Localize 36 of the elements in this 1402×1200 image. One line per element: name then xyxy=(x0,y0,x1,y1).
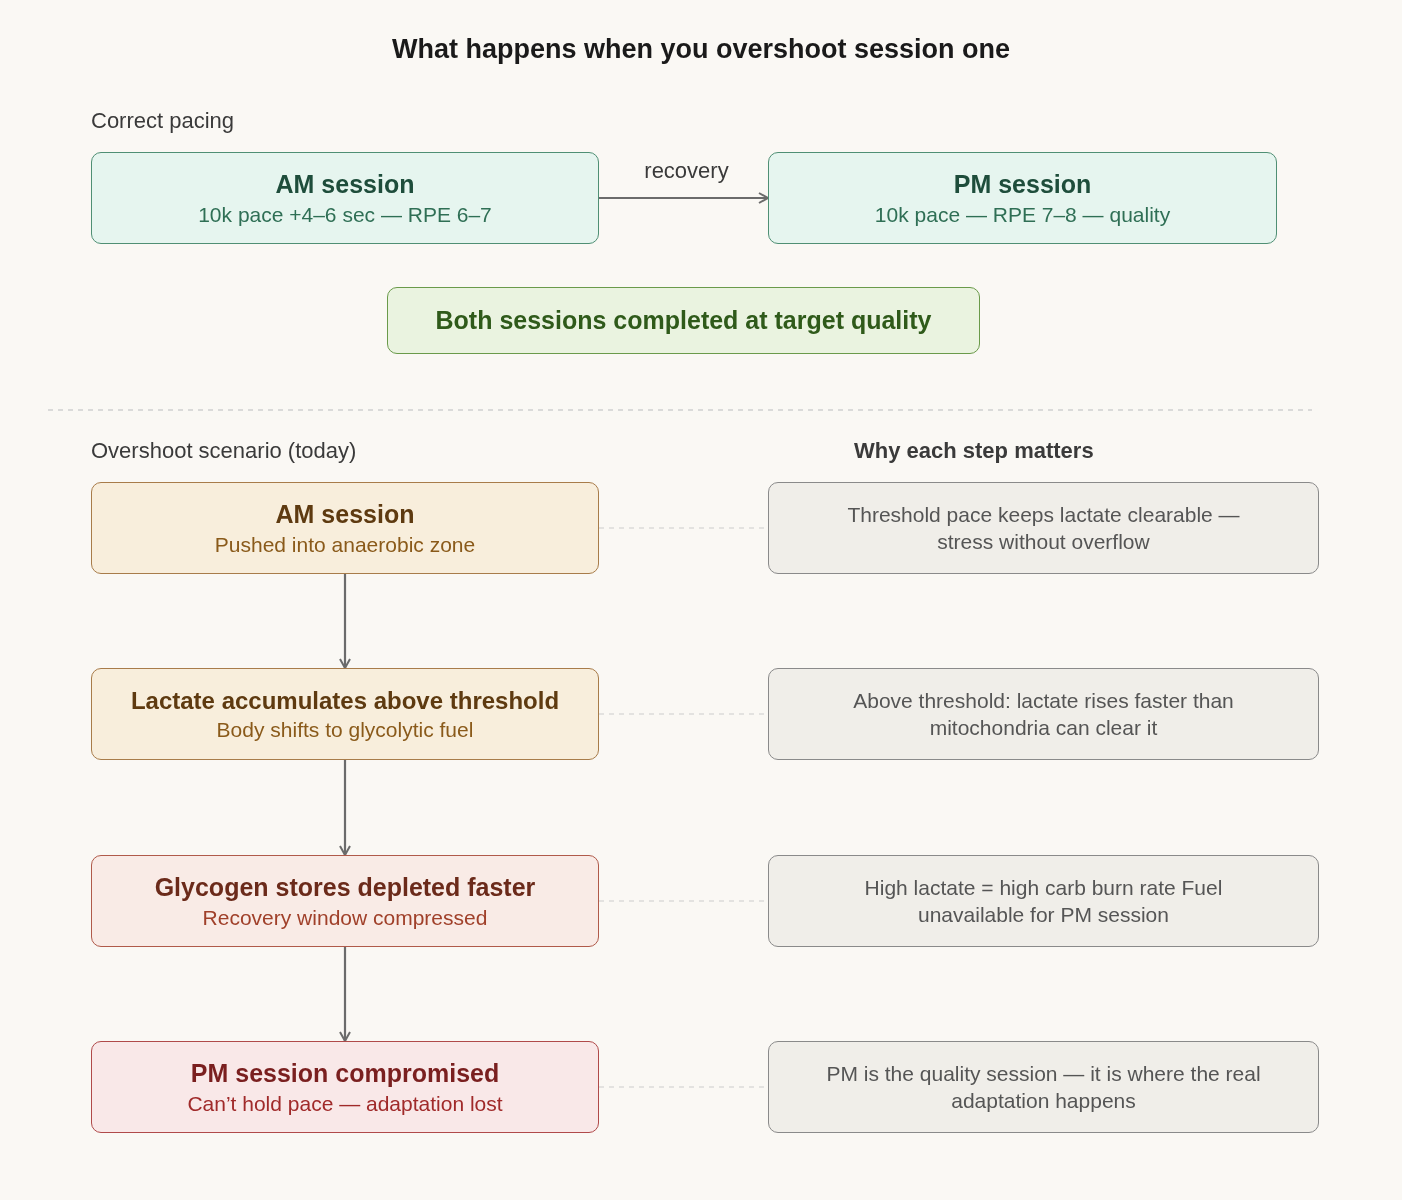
arrow xyxy=(339,574,351,669)
box-title: AM session xyxy=(274,169,416,201)
box-subtitle: Can’t hold pace — adaptation lost xyxy=(186,1090,504,1117)
section-heading: Overshoot scenario (today) xyxy=(91,438,357,464)
box-subtitle: Recovery window compressed xyxy=(201,904,489,931)
process-box xyxy=(91,152,599,244)
note-text: High lactate = high carb burn rate Fuel unavailable for PM session xyxy=(863,874,1224,928)
box-title: Lactate accumulates above threshold xyxy=(129,685,561,716)
note-box xyxy=(768,668,1319,760)
outcome-text: Both sessions completed at target quality xyxy=(434,305,933,337)
outcome-box xyxy=(387,287,980,354)
note-text: PM is the quality session — it is where the real adaptation happens xyxy=(825,1060,1262,1114)
arrow xyxy=(599,192,769,204)
process-box xyxy=(91,668,599,760)
note-box xyxy=(768,855,1319,947)
note-box xyxy=(768,1041,1319,1133)
process-box xyxy=(91,855,599,947)
diagram-title: What happens when you overshoot session one xyxy=(390,34,1012,65)
box-title: Glycogen stores depleted faster xyxy=(153,872,537,904)
section-heading: Why each step matters xyxy=(854,438,1094,464)
process-box xyxy=(91,482,599,574)
process-box xyxy=(91,1041,599,1133)
note-text: Threshold pace keeps lactate clearable — stress without overflow xyxy=(846,501,1241,555)
process-box xyxy=(768,152,1277,244)
box-subtitle: 10k pace +4–6 sec — RPE 6–7 xyxy=(197,201,493,228)
note-text: Above threshold: lactate rises faster than mitochondria can clear it xyxy=(852,687,1235,741)
arrow xyxy=(339,947,351,1042)
section-heading: Correct pacing xyxy=(91,108,235,134)
box-title: AM session xyxy=(274,499,416,531)
arrow xyxy=(339,760,351,856)
box-subtitle: 10k pace — RPE 7–8 — quality xyxy=(873,201,1172,228)
note-box xyxy=(768,482,1319,574)
box-title: PM session compromised xyxy=(189,1058,501,1090)
box-title: PM session xyxy=(952,169,1093,201)
box-subtitle: Body shifts to glycolytic fuel xyxy=(215,716,475,743)
box-subtitle: Pushed into anaerobic zone xyxy=(213,531,477,558)
